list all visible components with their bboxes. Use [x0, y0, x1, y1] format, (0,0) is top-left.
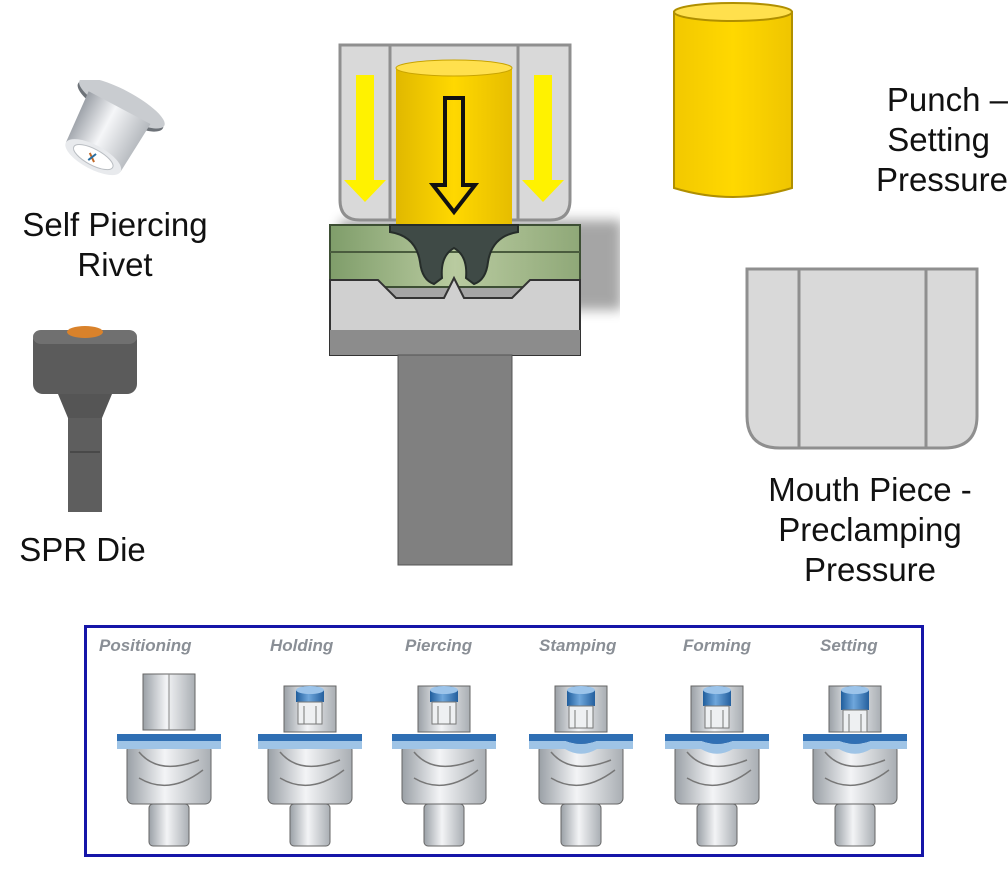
stage-illustration-stamping [529, 685, 633, 847]
stage-title-positioning: Positioning [99, 636, 192, 655]
spr-die-label: SPR Die [19, 531, 146, 568]
stage-title-stamping: Stamping [539, 636, 617, 655]
punch-label: Punch – Setting Pressure [875, 81, 1008, 198]
self-piercing-rivet-label: Self Piercing Rivet [22, 206, 208, 283]
spr-assembly-diagram [329, 43, 620, 566]
stage-title-forming: Forming [683, 636, 751, 655]
stage-illustration-setting [803, 685, 907, 847]
down-arrow-icon [344, 75, 386, 202]
down-arrow-icon [522, 75, 564, 202]
spr-die-image [33, 326, 137, 512]
stage-title-piercing: Piercing [405, 636, 473, 655]
self-piercing-rivet-image [65, 80, 165, 176]
mouth-piece-label: Mouth Piece - Preclamping Pressure [768, 471, 972, 588]
stage-title-setting: Setting [820, 636, 878, 655]
mouth-piece-image [745, 267, 979, 450]
process-stages-diagram [117, 673, 907, 847]
stage-title-holding: Holding [270, 636, 334, 655]
stage-illustration-piercing [392, 685, 496, 847]
stage-illustration-forming [665, 685, 769, 847]
process-stages-panel: Positioning Holding Piercing Stamping Fo… [84, 625, 924, 857]
punch-image [673, 2, 793, 198]
down-arrow-icon [428, 96, 480, 216]
stage-illustration-positioning [117, 673, 221, 847]
stage-illustration-holding [258, 685, 362, 847]
